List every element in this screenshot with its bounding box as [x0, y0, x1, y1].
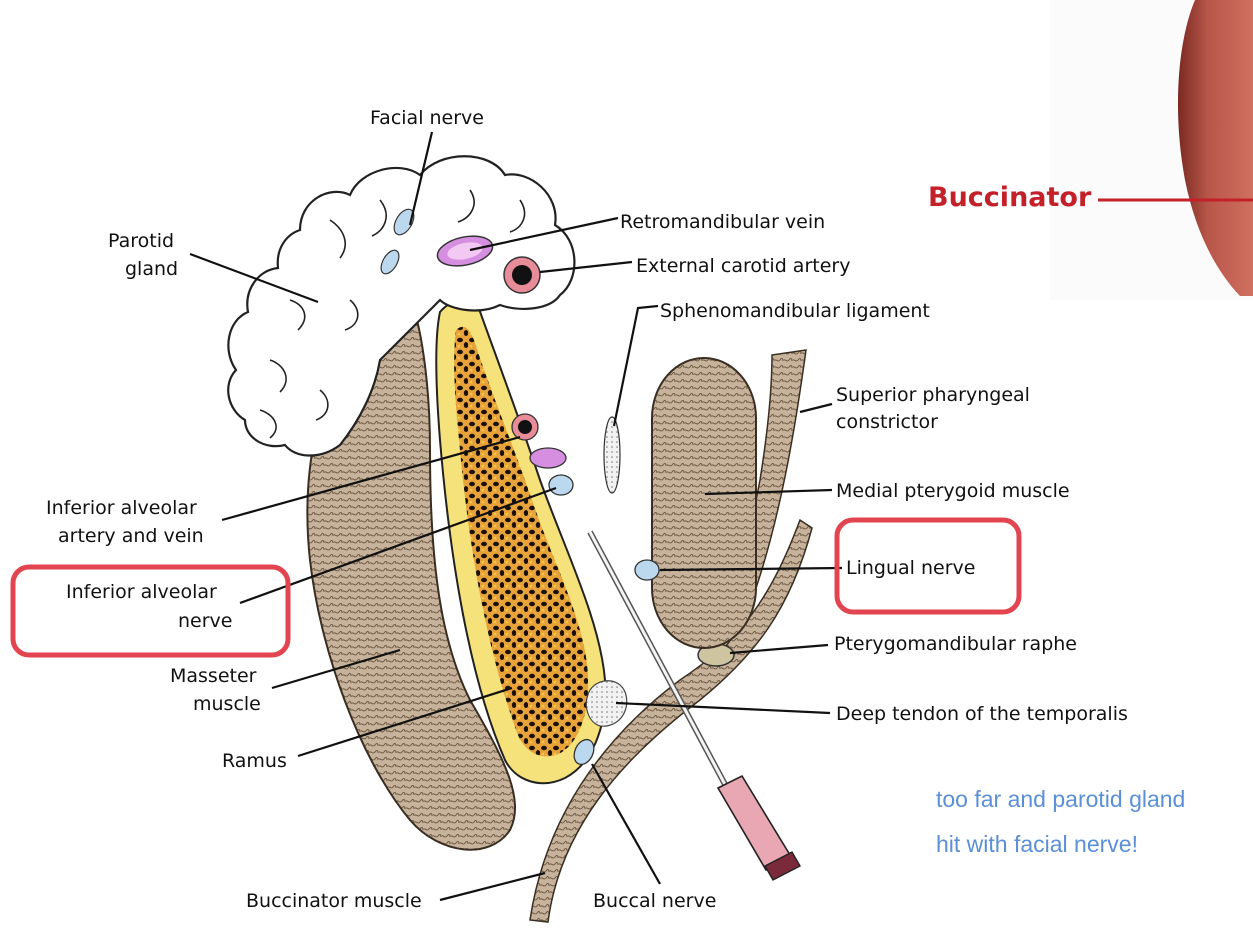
label-buccinator-muscle: Buccinator muscle: [246, 890, 422, 912]
label-masseter-2: muscle: [193, 693, 261, 715]
buccinator-inset-label: Buccinator: [928, 182, 1092, 213]
syringe-hub: [716, 774, 792, 872]
inferior-alveolar-artery-lumen: [518, 420, 532, 434]
note-line-2: hit with facial nerve!: [936, 831, 1138, 857]
label-parotid-2: gland: [125, 258, 178, 280]
parotid-lobulation: [259, 189, 526, 439]
inferior-alveolar-vein-shape: [529, 447, 567, 469]
label-buccal-nerve: Buccal nerve: [593, 890, 716, 912]
label-deep-tendon: Deep tendon of the temporalis: [836, 703, 1128, 725]
deep-tendon-shape: [585, 680, 628, 727]
highlight-inferior-alveolar-nerve: [10, 564, 291, 658]
medial-pterygoid-shape: [651, 357, 757, 649]
label-facial-nerve: Facial nerve: [370, 107, 484, 129]
masseter-muscle-shape: [306, 298, 517, 851]
external-carotid-lumen: [512, 265, 532, 285]
note-line-1: too far and parotid gland: [936, 786, 1186, 812]
buccinator-inset-muscle: [1177, 0, 1253, 296]
label-inferior-alveolar-nerve-2: nerve: [178, 610, 232, 632]
ramus-marrow-shape: [454, 326, 589, 757]
highlight-lingual-nerve: [834, 517, 1022, 615]
lingual-nerve-shape: [634, 559, 660, 581]
label-external-carotid: External carotid artery: [636, 255, 850, 277]
facial-nerve-branch-lower: [380, 249, 400, 275]
label-pterygomandibular-raphe: Pterygomandibular raphe: [834, 633, 1077, 655]
label-lingual-nerve: Lingual nerve: [846, 557, 975, 579]
syringe-needle: [587, 530, 801, 881]
buccal-nerve-shape: [573, 738, 595, 766]
label-retromandibular-vein: Retromandibular vein: [620, 211, 825, 233]
label-sphenomandibular: Sphenomandibular ligament: [660, 300, 930, 322]
label-inferior-alveolar-nerve-1: Inferior alveolar: [66, 581, 217, 603]
syringe-hub-base: [764, 851, 801, 881]
label-parotid-1: Parotid: [108, 230, 174, 252]
pointer-lines: [189, 131, 843, 902]
sphenomandibular-ligament-shape: [603, 416, 621, 494]
inferior-alveolar-nerve-shape: [548, 474, 574, 496]
label-inferior-alveolar-artery-2: artery and vein: [58, 525, 204, 547]
label-ramus: Ramus: [222, 750, 287, 772]
label-medial-pterygoid: Medial pterygoid muscle: [836, 480, 1070, 502]
label-masseter-1: Masseter: [170, 665, 257, 687]
label-superior-pharyngeal-2: constrictor: [836, 411, 938, 433]
label-superior-pharyngeal-1: Superior pharyngeal: [836, 384, 1030, 406]
parotid-gland-shape: [227, 155, 576, 457]
retromandibular-vein-lumen: [447, 242, 483, 260]
buccinator-muscle-shape: [529, 518, 813, 923]
facial-nerve-branch-upper: [393, 208, 415, 236]
buccinator-inset: Buccinator: [928, 0, 1253, 300]
label-inferior-alveolar-artery-1: Inferior alveolar: [46, 497, 197, 519]
